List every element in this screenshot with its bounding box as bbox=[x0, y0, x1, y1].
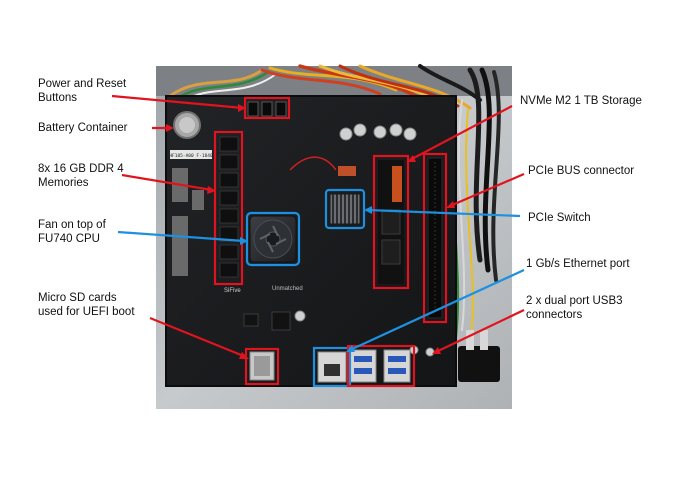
ethernet-port bbox=[317, 351, 347, 383]
battery-container bbox=[173, 111, 201, 139]
arrow-memory bbox=[121, 173, 213, 192]
label-memory: 8x 16 GB DDR 4 Memories bbox=[38, 163, 124, 189]
power-connector bbox=[458, 346, 500, 382]
board-name-mark: Unmatched bbox=[272, 286, 303, 292]
pcie-slot bbox=[427, 157, 443, 319]
pcie-switch-heatsink bbox=[329, 193, 361, 225]
highlight-usb bbox=[346, 344, 416, 388]
usb-ports bbox=[349, 349, 411, 383]
memory-chips bbox=[219, 136, 239, 278]
label-battery: Battery Container bbox=[38, 122, 128, 134]
nvme-ssd bbox=[378, 160, 404, 284]
arrow-ethernet bbox=[349, 269, 525, 351]
arrow-power-reset bbox=[111, 94, 244, 110]
label-power-reset: Power and Reset Buttons bbox=[38, 78, 127, 104]
arrow-nvme bbox=[409, 105, 513, 161]
label-nvme: NVMe M2 1 TB Storage bbox=[520, 95, 642, 107]
highlight-pcie-switch bbox=[324, 188, 366, 230]
brand-mark: SiFive bbox=[224, 288, 241, 294]
label-fan: Fan on top of FU740 CPU bbox=[38, 219, 106, 245]
label-pcie-bus: PCIe BUS connector bbox=[528, 165, 635, 177]
label-sd: Micro SD cards used for UEFI boot bbox=[38, 292, 135, 318]
arrow-fan bbox=[117, 230, 245, 243]
highlight-pcie-bus bbox=[422, 152, 448, 324]
arrow-sd bbox=[149, 316, 247, 359]
power-reset-buttons bbox=[247, 101, 287, 117]
pointer-arrows bbox=[111, 94, 525, 359]
highlight-sd bbox=[244, 347, 280, 386]
highlight-fan bbox=[245, 211, 301, 267]
label-ethernet: 1 Gb/s Ethernet port bbox=[526, 258, 630, 270]
highlight-memory bbox=[213, 130, 244, 286]
label-pcie-switch: PCIe Switch bbox=[528, 212, 591, 224]
highlight-boxes bbox=[213, 96, 448, 388]
arrow-usb bbox=[435, 309, 525, 353]
arrow-pcie-switch bbox=[367, 208, 521, 218]
highlight-ethernet bbox=[312, 346, 352, 388]
highlight-nvme bbox=[372, 154, 410, 290]
micro-sd-slot bbox=[249, 351, 275, 381]
capacitors bbox=[294, 123, 435, 357]
cpu-fan bbox=[249, 215, 297, 263]
arrow-pcie-bus bbox=[449, 172, 525, 208]
board-sticker: HF105-A00 F-1840 bbox=[169, 153, 213, 159]
label-usb: 2 x dual port USB3 connectors bbox=[526, 295, 623, 321]
